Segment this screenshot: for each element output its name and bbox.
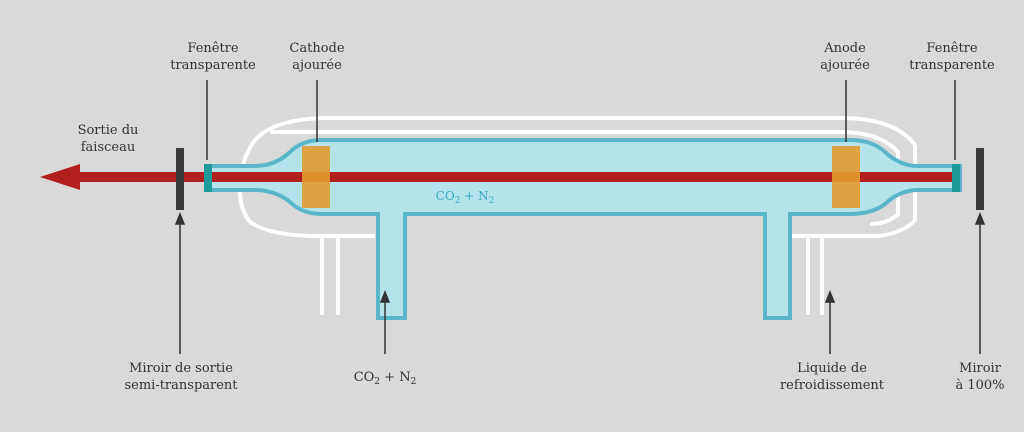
beam-output-label-line2: faisceau [80,140,136,155]
gas-tube-join [380,206,403,216]
anode-label-line2: ajourée [820,58,870,73]
anode-label-line1: Anode [824,41,866,56]
window-right-label-line1: Fenêtre [926,41,978,56]
gas-in-tube-sub1: 2 [454,196,461,206]
cathode-electrode [302,146,330,208]
window-left [204,164,212,192]
anode-electrode [832,146,860,208]
full-mirror-label: Miroir à 100% [940,360,1020,394]
gas-inlet-label: CO2 + N2 [340,369,430,388]
full-mirror [976,148,984,210]
gas-inlet-plus: + N [380,370,411,385]
cathode-label-line2: ajourée [292,58,342,73]
coolant-tube-join [767,206,788,216]
gas-inlet-base: CO [353,370,375,385]
full-mirror-label-line2: à 100% [955,378,1005,393]
output-mirror-label-line2: semi-transparent [124,378,238,393]
window-left-label: Fenêtre transparente [158,40,268,74]
window-left-label-line1: Fenêtre [187,41,239,56]
output-mirror-label: Miroir de sortie semi-transparent [96,360,266,394]
beam-output-label: Sortie du faisceau [58,122,158,156]
pointer-lines [174,80,986,354]
beam-arrowhead [40,164,80,190]
window-right [952,164,960,192]
gas-in-tube-sub2: 2 [488,196,495,206]
window-right-label-line2: transparente [909,58,995,73]
gas-inlet-sub1: 2 [374,377,381,387]
beam-output-label-line1: Sortie du [77,123,139,138]
coolant-label-line1: Liquide de [797,361,867,376]
output-mirror-label-line1: Miroir de sortie [129,361,233,376]
gas-tube [204,138,962,320]
cathode-label: Cathode ajourée [272,40,362,74]
full-mirror-label-line1: Miroir [959,361,1001,376]
output-mirror [176,148,184,210]
window-right-label: Fenêtre transparente [892,40,1012,74]
coolant-label-line2: refroidissement [779,378,885,393]
gas-in-tube-base: CO [435,189,455,203]
gas-in-tube-label: CO2 + N2 [420,188,510,207]
laser-beam [78,172,958,182]
window-left-label-line2: transparente [170,58,256,73]
anode-label: Anode ajourée [800,40,890,74]
gas-inlet-sub2: 2 [410,377,417,387]
coolant-tube [763,212,792,320]
cathode-label-line1: Cathode [289,41,345,56]
gas-in-tube-plus: + N [460,189,489,203]
coolant-label: Liquide de refroidissement [752,360,912,394]
